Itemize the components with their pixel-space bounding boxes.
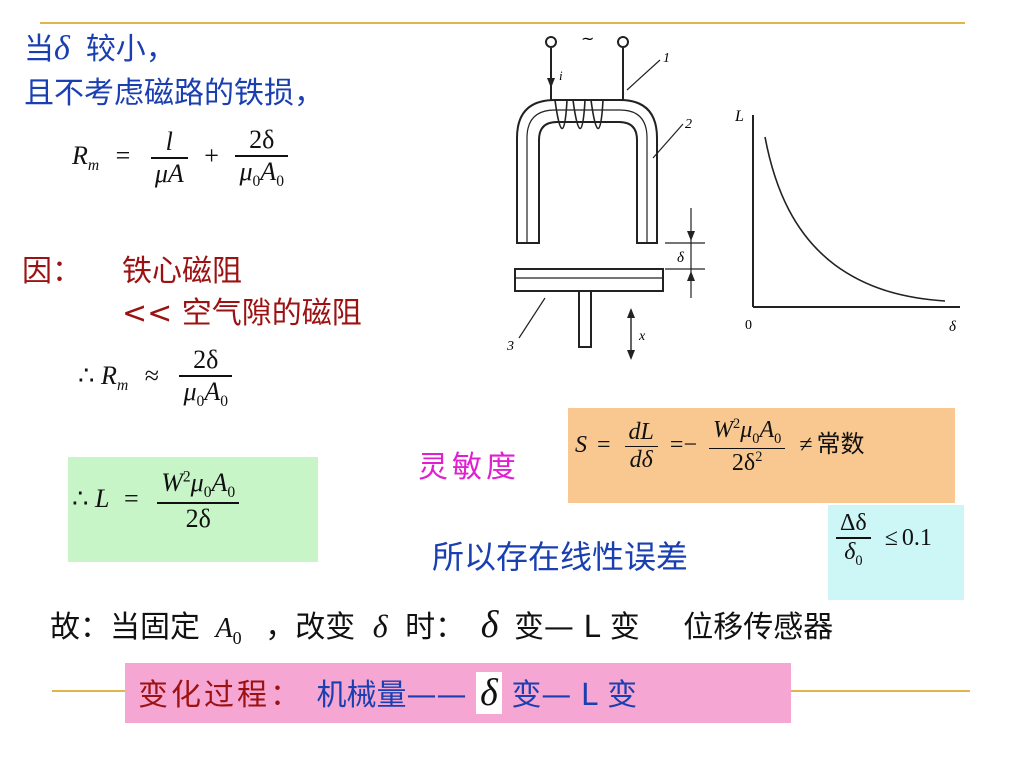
- current-label: i: [559, 68, 563, 83]
- reason-label: 因：: [22, 254, 82, 289]
- core-outer: [516, 99, 658, 244]
- process-line: 变化过程： 机械量—— δ 变— L 变: [138, 672, 638, 714]
- coil: [554, 99, 604, 130]
- displacement-label: x: [638, 329, 646, 344]
- y-axis-label: L: [735, 108, 744, 125]
- linearity-error-text: 所以存在线性误差: [432, 538, 689, 576]
- bottom-rule-right: [790, 690, 970, 692]
- reason-line1: 铁心磁阻: [122, 254, 242, 289]
- gap-label: δ: [677, 250, 685, 266]
- label-1: 1: [663, 51, 670, 66]
- sensor-diagram: 1 2 3 ~ i x δ: [506, 29, 705, 360]
- inductance-curve: [764, 136, 946, 302]
- inductance-formula-box: [68, 457, 318, 562]
- process-box: [125, 663, 791, 723]
- inductance-graph: L 0 δ: [735, 108, 960, 335]
- top-rule: [40, 22, 965, 24]
- reason-line2: << 空气隙的磁阻: [122, 296, 362, 331]
- intro-line2: 且不考虑磁路的铁损，: [24, 76, 324, 111]
- label-3: 3: [506, 339, 514, 354]
- label-2: 2: [685, 117, 692, 132]
- core-inner: [526, 109, 648, 243]
- ac-source-symbol: ~: [581, 29, 594, 48]
- conclusion-line: 故：当固定 A0 ，改变 δ 时： δ 变— L 变 位移传感器: [50, 604, 834, 648]
- rod: [578, 290, 592, 348]
- bottom-rule-left: [52, 690, 125, 692]
- armature: [514, 268, 664, 292]
- origin-label: 0: [745, 318, 752, 333]
- sensitivity-label: 灵敏度: [418, 450, 520, 485]
- x-axis-label: δ: [949, 319, 957, 335]
- sensitivity-formula-box: [568, 408, 955, 503]
- error-formula-box: [828, 505, 964, 600]
